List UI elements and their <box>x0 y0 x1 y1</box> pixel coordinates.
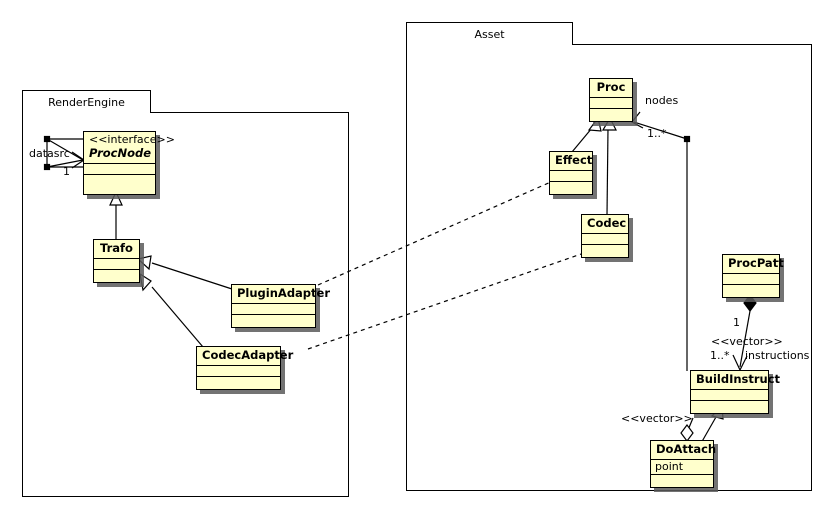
package-render-engine-label: RenderEngine <box>48 95 125 109</box>
class-proc-header: Proc <box>590 79 632 99</box>
class-codecadapter[interactable]: CodecAdapter <box>196 346 294 390</box>
class-trafo-operations <box>94 270 139 281</box>
class-procnode[interactable]: <<interface>> ProcNode <box>83 131 175 195</box>
class-pluginadapter[interactable]: PluginAdapter <box>231 284 331 328</box>
class-pluginadapter-operations <box>232 315 315 326</box>
class-trafo-attributes <box>94 259 139 271</box>
class-effect[interactable]: Effect <box>549 151 593 195</box>
class-procnode-header: <<interface>> ProcNode <box>84 132 175 164</box>
class-doattach-attributes: point <box>651 460 713 476</box>
class-effect-operations <box>550 182 592 193</box>
class-proc-attributes <box>590 98 632 110</box>
label-instructions-stereotype: <<vector>> <box>711 335 783 348</box>
class-procnode-attributes <box>84 164 155 175</box>
class-codec-attributes <box>582 234 628 246</box>
label-doattach-stereotype: <<vector>> <box>621 412 693 425</box>
label-procpatt-multiplicity: 1 <box>733 316 740 329</box>
class-codecadapter-operations <box>197 377 280 388</box>
class-codec[interactable]: Codec <box>581 214 629 258</box>
label-nodes-multiplicity: 1..* <box>647 127 667 140</box>
class-proc-name: Proc <box>596 80 626 94</box>
class-trafo-name: Trafo <box>100 241 133 255</box>
class-doattach[interactable]: DoAttach point <box>650 440 717 488</box>
class-procpatt-header: ProcPatt <box>723 255 784 275</box>
class-trafo-header: Trafo <box>94 240 139 260</box>
class-buildinstruct-operations <box>691 401 768 412</box>
package-render-engine-tab: RenderEngine <box>22 90 151 113</box>
class-effect-attributes <box>550 171 592 183</box>
class-codecadapter-attributes <box>197 366 280 378</box>
class-trafo[interactable]: Trafo <box>93 239 140 283</box>
class-buildinstruct-name: BuildInstruct <box>696 372 781 386</box>
class-buildinstruct-attributes <box>691 390 768 402</box>
label-nodes: nodes <box>645 94 679 107</box>
class-procpatt-operations <box>723 285 779 296</box>
class-doattach-header: DoAttach <box>651 441 717 461</box>
package-asset-label: Asset <box>474 27 505 41</box>
class-codecadapter-name: CodecAdapter <box>202 348 294 362</box>
class-procnode-operations <box>84 175 155 186</box>
class-codec-operations <box>582 245 628 256</box>
class-pluginadapter-name: PluginAdapter <box>237 286 331 300</box>
class-buildinstruct[interactable]: BuildInstruct <box>690 370 781 414</box>
package-asset-tab: Asset <box>406 22 573 45</box>
class-codec-name: Codec <box>587 216 627 230</box>
label-instructions-role: instructions <box>745 349 810 362</box>
class-effect-header: Effect <box>550 152 593 172</box>
class-buildinstruct-header: BuildInstruct <box>691 371 781 391</box>
class-proc[interactable]: Proc <box>589 78 633 122</box>
class-doattach-operations <box>651 475 713 486</box>
class-procpatt-name: ProcPatt <box>728 256 784 270</box>
class-procnode-stereotype: <<interface>> <box>89 133 175 146</box>
label-datasrc: datasrc <box>29 147 70 160</box>
class-codecadapter-header: CodecAdapter <box>197 347 294 367</box>
label-instructions-multiplicity: 1..* <box>710 349 730 362</box>
class-procpatt-attributes <box>723 274 779 286</box>
class-procnode-name: ProcNode <box>89 145 152 160</box>
class-procpatt[interactable]: ProcPatt <box>722 254 784 298</box>
class-codec-header: Codec <box>582 215 628 235</box>
class-effect-name: Effect <box>555 153 593 167</box>
class-proc-operations <box>590 109 632 120</box>
class-pluginadapter-attributes <box>232 304 315 316</box>
label-datasrc-multiplicity: 1 <box>63 165 70 178</box>
class-doattach-name: DoAttach <box>656 442 717 456</box>
class-pluginadapter-header: PluginAdapter <box>232 285 331 305</box>
